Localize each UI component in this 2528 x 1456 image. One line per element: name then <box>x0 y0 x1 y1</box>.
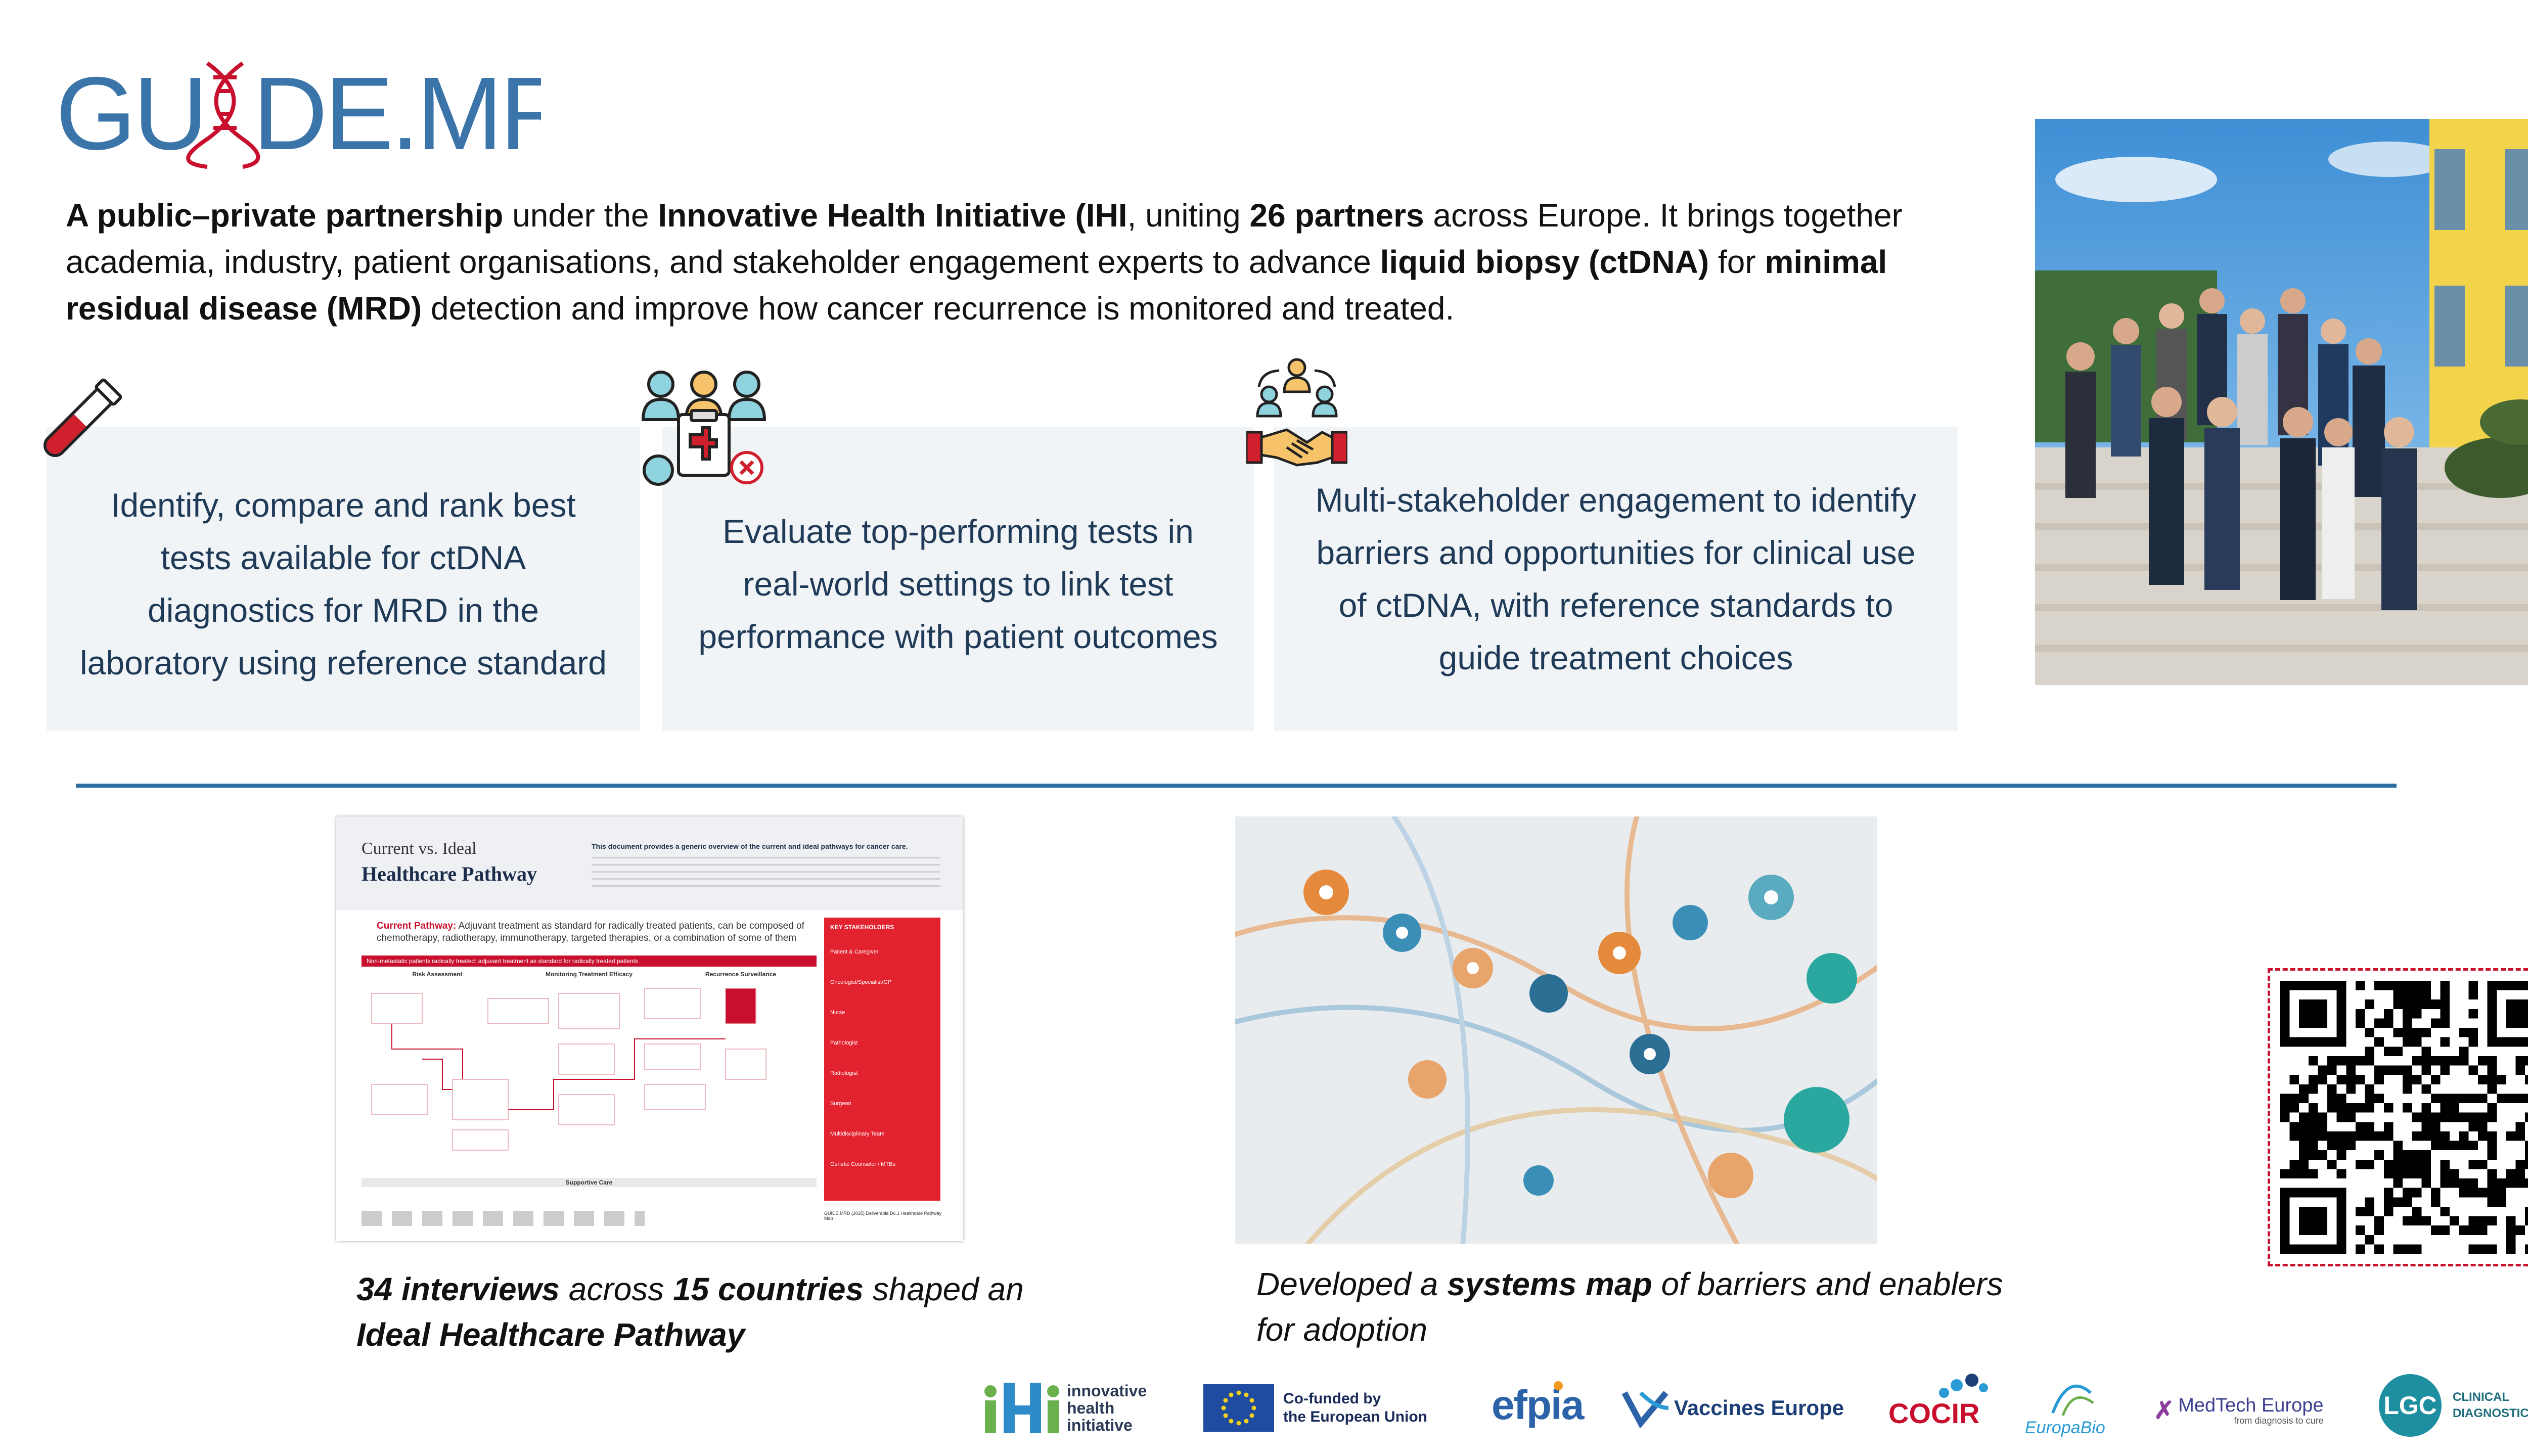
cap2-seg-2: of barriers and enablers for adoption <box>1256 1266 2003 1348</box>
intro-seg-5: across Europe. It brings together academ… <box>66 197 1903 280</box>
qr-code-matrix <box>2280 981 2528 1254</box>
ihi-line-2: health <box>1067 1399 1115 1417</box>
doc-supportive-care: Supportive Care <box>362 1178 817 1187</box>
europabio-logo: EuropaBio <box>2017 1373 2124 1443</box>
cap1-seg-2: 15 countries <box>673 1271 864 1307</box>
handshake-icon <box>1245 356 1349 473</box>
logo-text-left: GU <box>56 56 205 169</box>
europabio-swirl-icon <box>2051 1384 2094 1416</box>
doc-header: Current vs. Ideal Healthcare Pathway Thi… <box>336 816 963 910</box>
medtech-subtext: from diagnosis to cure <box>2234 1415 2324 1426</box>
caption-interviews: 34 interviews across 15 countries shaped… <box>356 1266 1064 1357</box>
doc-current-label: Current Pathway: <box>377 921 457 931</box>
objective-text-3: Multi-stakeholder engagement to identify… <box>1315 481 1917 676</box>
intro-seg-9: detection and improve how cancer recurre… <box>422 290 1455 327</box>
lgc-sub-2: DIAGNOSTICS <box>2453 1406 2528 1420</box>
lgc-sub-1: CLINICAL <box>2453 1390 2509 1404</box>
doc-col-header-3: Recurrence Surveillance <box>705 971 777 978</box>
cocir-dots-icon <box>1939 1374 1988 1398</box>
intro-seg-6: liquid biopsy (ctDNA) <box>1380 244 1709 280</box>
logo-text-right: DE.MRD <box>253 56 541 169</box>
efpia-star-icon <box>1554 1381 1563 1390</box>
doc-key-list: Patient & Caregiver Oncologist/Specialis… <box>830 937 934 1179</box>
cap1-seg-3: shaped an <box>864 1271 1024 1307</box>
healthcare-pathway-document: Current vs. Ideal Healthcare Pathway Thi… <box>336 816 963 1241</box>
ihi-mark-icon <box>984 1383 1059 1433</box>
cap2-seg-1: systems map <box>1447 1266 1652 1302</box>
doc-column-headers: Risk Assessment Monitoring Treatment Eff… <box>362 971 817 981</box>
efpia-text: efpia <box>1492 1382 1584 1428</box>
doc-red-bar: Non-metastatic patients radically treate… <box>362 956 817 967</box>
intro-seg-0: A public–private partnership <box>66 197 504 234</box>
intro-seg-3: , uniting <box>1127 197 1250 234</box>
medtech-europe-logo: ✗ MedTech Europe from diagnosis to cure <box>2154 1388 2366 1433</box>
cocir-logo: COCIR <box>1883 1373 1995 1443</box>
intro-seg-4: 26 partners <box>1249 197 1424 234</box>
doc-key-item: Nurse <box>830 1010 845 1016</box>
medtech-text: MedTech Europe <box>2178 1394 2324 1416</box>
doc-key-stakeholders: KEY STAKEHOLDERS Patient & Caregiver Onc… <box>824 918 940 1201</box>
doc-title-line2: Healthcare Pathway <box>362 862 537 885</box>
doc-current-pathway: Current Pathway: Adjuvant treatment as s… <box>377 920 832 944</box>
caption-systems-map: Developed a systems map of barriers and … <box>1256 1261 2015 1352</box>
doc-current-text: Adjuvant treatment as standard for radic… <box>377 921 804 943</box>
doc-footer-right: GUIDE.MRD (2025) Deliverable D6.1 Health… <box>824 1211 942 1221</box>
dna-helix-icon <box>186 61 260 169</box>
doc-footer-logos <box>362 1211 645 1226</box>
test-tube-icon <box>28 372 129 473</box>
objective-box-3: Multi-stakeholder engagement to identify… <box>1274 427 1958 731</box>
vaccines-europe-text: Vaccines Europe <box>1674 1396 1844 1420</box>
ihi-logo: innovative health initiative <box>981 1375 1193 1441</box>
vaccines-europe-mark-icon <box>1621 1391 1669 1428</box>
doc-pathway-flow <box>371 988 766 1151</box>
guide-mrd-logo: GU DE.MRD <box>56 53 647 171</box>
cap1-seg-4: Ideal Healthcare Pathway <box>356 1316 745 1353</box>
doc-header-right-title: This document provides a generic overvie… <box>592 842 908 850</box>
ihi-line-1: innovative <box>1067 1382 1147 1400</box>
lgc-circle: LGC <box>2379 1374 2442 1437</box>
vaccines-europe-logo: Vaccines Europe <box>1620 1385 1853 1431</box>
eu-line-2: the European Union <box>1283 1408 1427 1425</box>
intro-seg-2: Innovative Health Initiative (IHI <box>658 197 1127 234</box>
qr-code[interactable] <box>2268 968 2528 1266</box>
doc-col-header-2: Monitoring Treatment Efficacy <box>545 971 633 978</box>
ihi-line-3: initiative <box>1067 1416 1133 1434</box>
doc-key-item: Pathologist <box>830 1040 858 1046</box>
intro-paragraph: A public–private partnership under the I… <box>66 192 1987 332</box>
intro-seg-8: minimal residual disease (MRD) <box>66 244 1887 327</box>
eu-flag-icon <box>1203 1384 1274 1432</box>
objective-box-1: Identify, compare and rank best tests av… <box>47 427 640 731</box>
objective-text-1: Identify, compare and rank best tests av… <box>80 486 607 681</box>
group-photo <box>2035 119 2528 685</box>
doc-key-item: Radiologist <box>830 1070 858 1076</box>
doc-header-body-lines <box>592 857 940 892</box>
doc-key-item: Oncologist/Specialist/GP <box>830 979 892 985</box>
medtech-x-icon: ✗ <box>2154 1397 2175 1424</box>
objective-text-2: Evaluate top-performing tests in real-wo… <box>698 513 1218 655</box>
objective-box-2: Evaluate top-performing tests in real-wo… <box>662 427 1254 731</box>
systems-map-image <box>1235 816 1877 1244</box>
cocir-text: COCIR <box>1888 1397 1980 1429</box>
lgc-text: LGC <box>2383 1391 2437 1420</box>
doc-key-item: Genetic Counselor / MTBs <box>830 1161 895 1167</box>
efpia-logo: efpia <box>1492 1373 1593 1438</box>
lgc-logo: LGC CLINICAL DIAGNOSTICS <box>2379 1373 2528 1438</box>
doc-key-title: KEY STAKEHOLDERS <box>830 924 894 931</box>
intro-seg-1: under the <box>503 197 658 234</box>
europabio-text: EuropaBio <box>2025 1418 2105 1437</box>
eu-line-1: Co-funded by <box>1283 1390 1381 1407</box>
doc-title-line1: Current vs. Ideal <box>362 839 477 858</box>
doc-key-item: Multidisciplinary Team <box>830 1131 885 1137</box>
eu-cofunded-logo: Co-funded by the European Union <box>1203 1380 1456 1436</box>
cap1-seg-1: across <box>560 1271 673 1307</box>
doc-col-header-1: Risk Assessment <box>412 971 463 978</box>
cap2-seg-0: Developed a <box>1256 1266 1448 1302</box>
medical-team-icon <box>638 364 770 490</box>
intro-seg-7: for <box>1709 244 1765 280</box>
doc-key-item: Surgeon <box>830 1101 851 1107</box>
doc-key-item: Patient & Caregiver <box>830 949 879 955</box>
section-divider <box>76 784 2397 788</box>
cap1-seg-0: 34 interviews <box>356 1271 560 1307</box>
